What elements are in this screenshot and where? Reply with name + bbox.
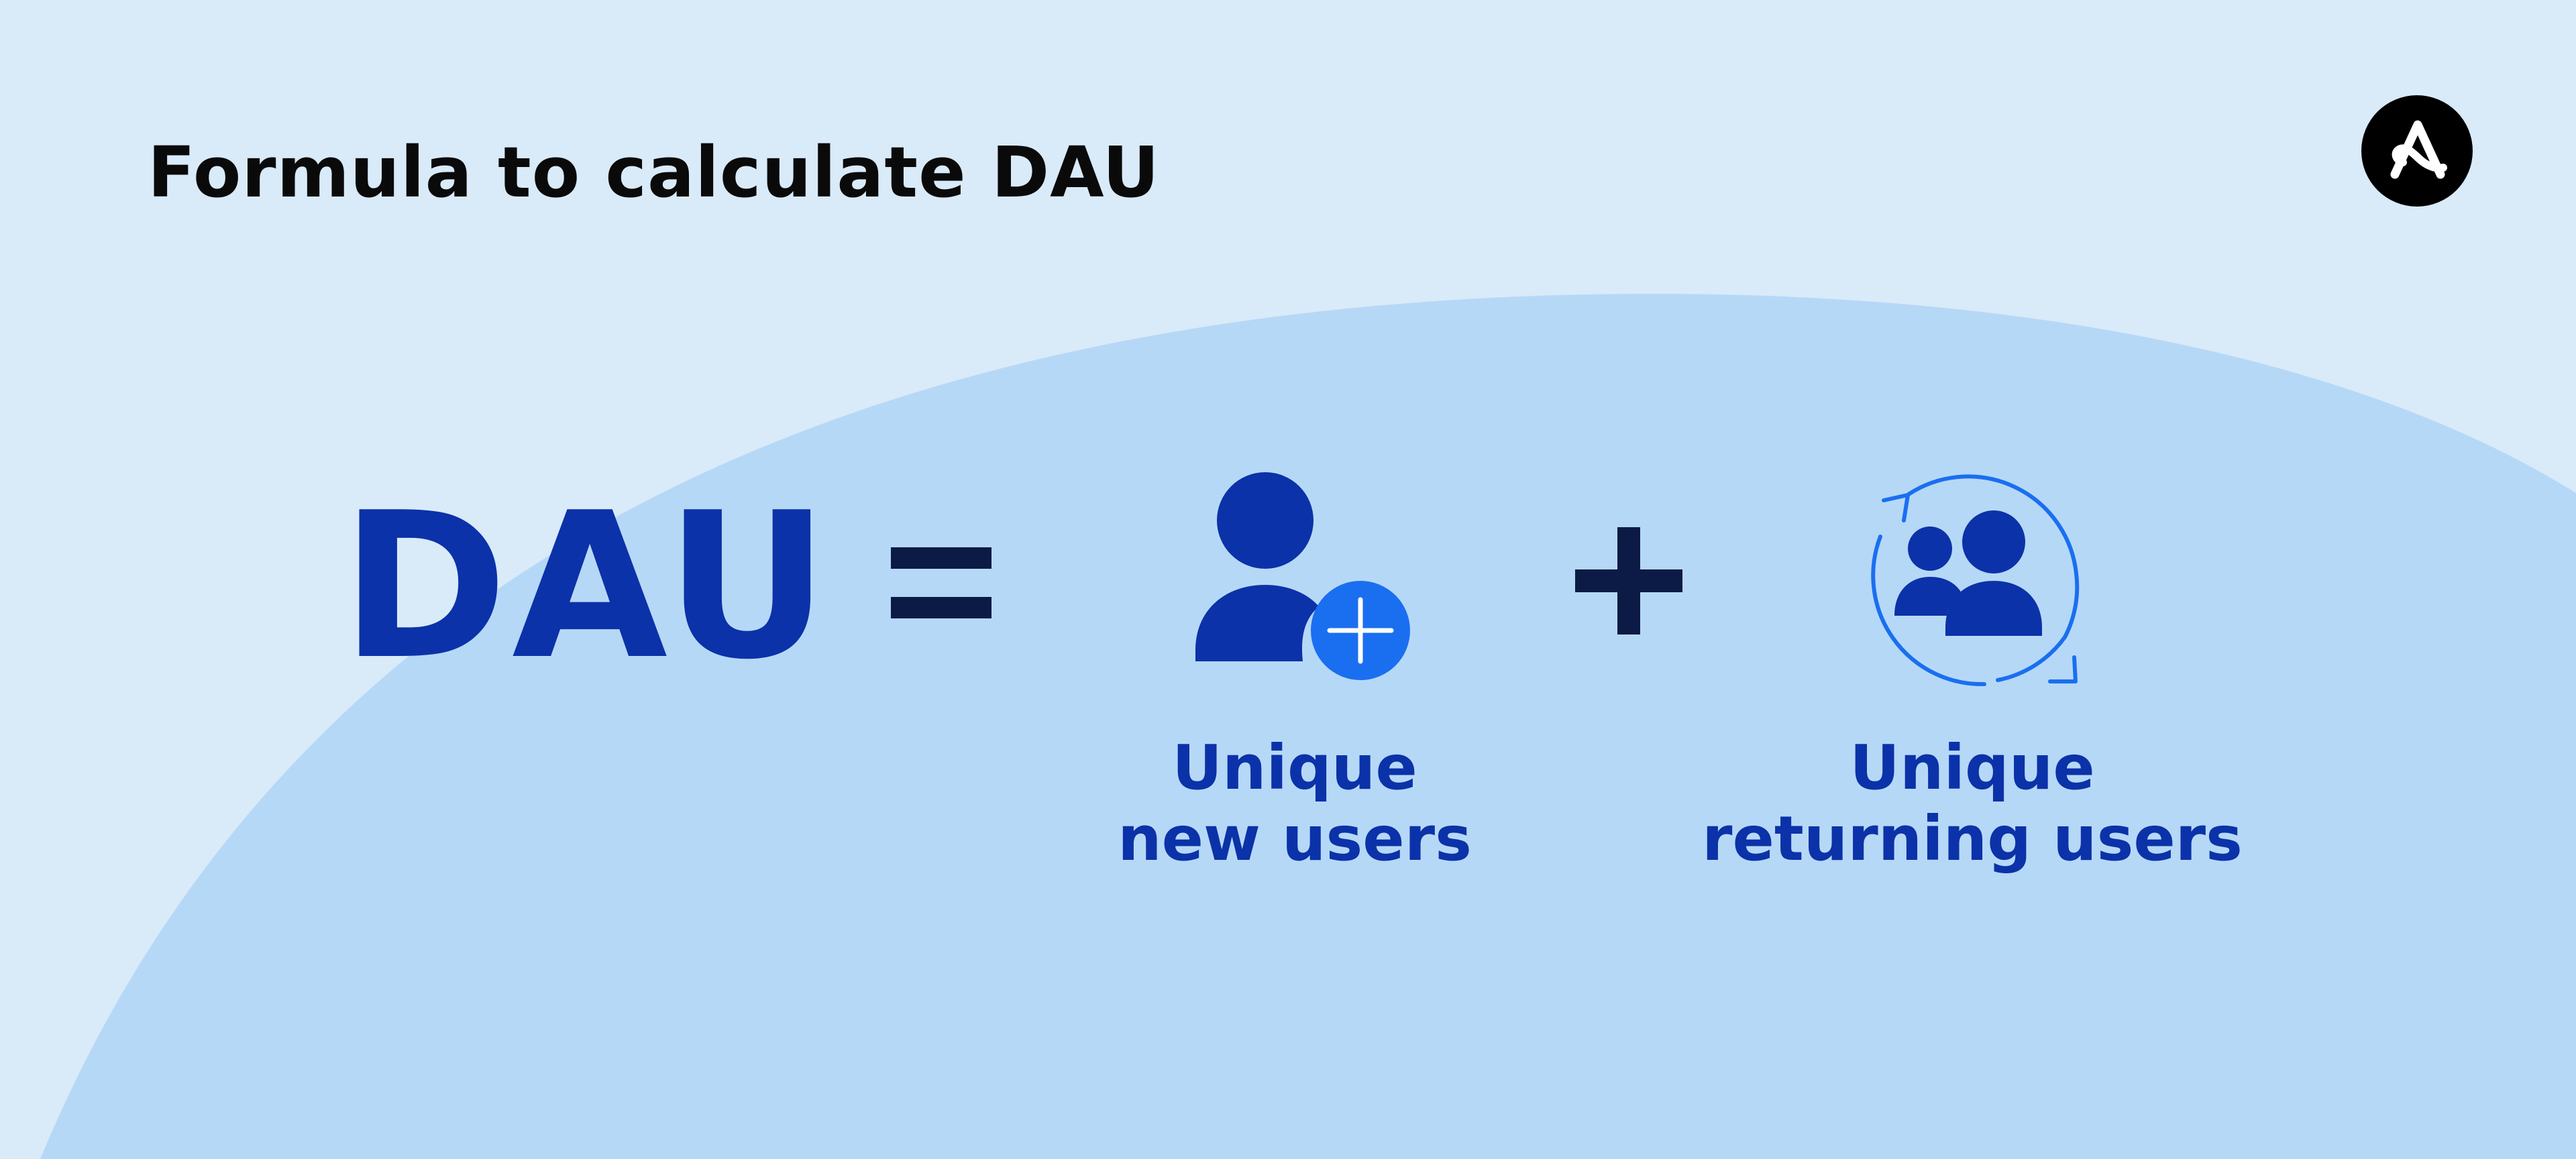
formula-lhs-dau: DAU [341, 470, 833, 704]
term-label-line: Unique [1172, 732, 1417, 804]
page-title: Formula to calculate DAU [148, 131, 1160, 213]
term-label-line: Unique [1849, 732, 2095, 804]
term-label-line: returning users [1702, 803, 2243, 875]
plus-icon [1575, 527, 1682, 634]
user-add-icon [1195, 472, 1410, 680]
equals-icon [891, 547, 991, 618]
users-refresh-icon [1871, 474, 2080, 687]
term-label-new-users: Unique new users [1093, 732, 1496, 875]
term-label-line: new users [1118, 803, 1472, 875]
brand-logo-icon [2361, 95, 2473, 207]
term-label-returning-users: Unique returning users [1697, 732, 2247, 875]
